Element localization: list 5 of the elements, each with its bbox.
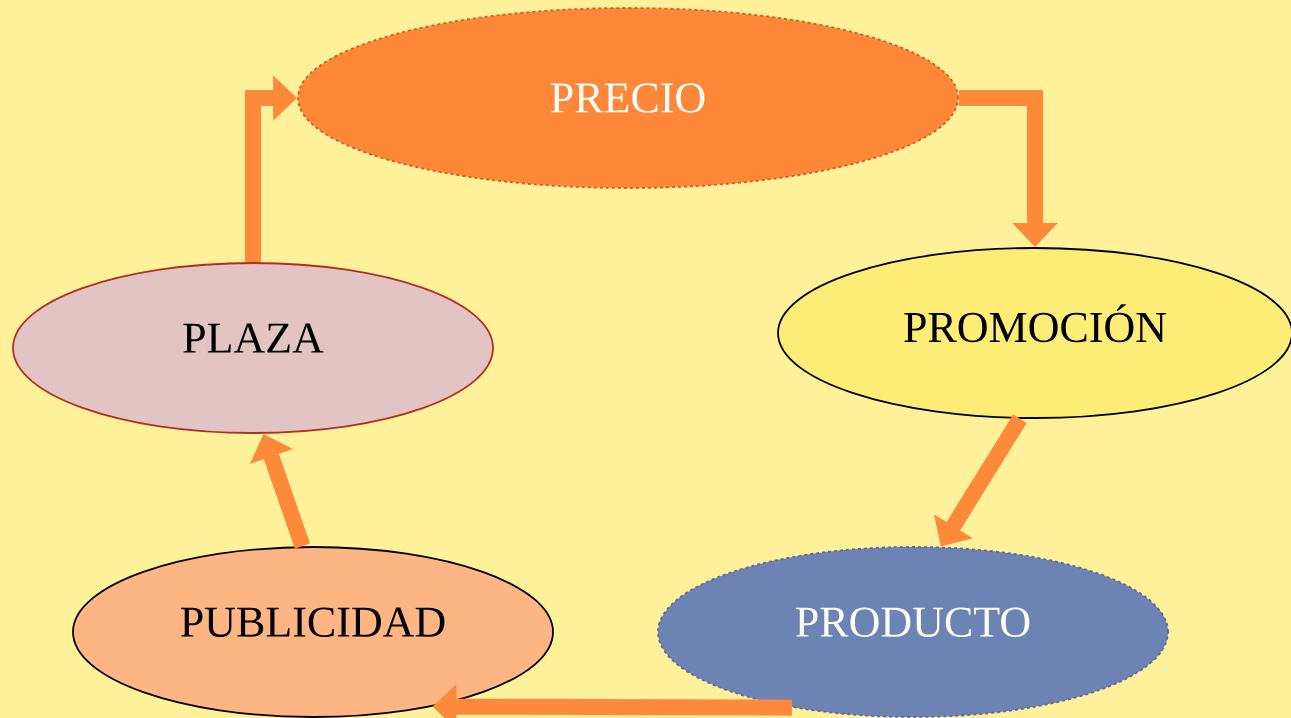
ellipse-node: PRODUCTO [657, 546, 1169, 718]
ellipse-node: PRECIO [297, 7, 959, 189]
ellipse-node: PUBLICIDAD [72, 546, 554, 718]
ellipse-node: PLAZA [12, 262, 494, 434]
ellipse-node: PROMOCIÓN [777, 247, 1291, 419]
